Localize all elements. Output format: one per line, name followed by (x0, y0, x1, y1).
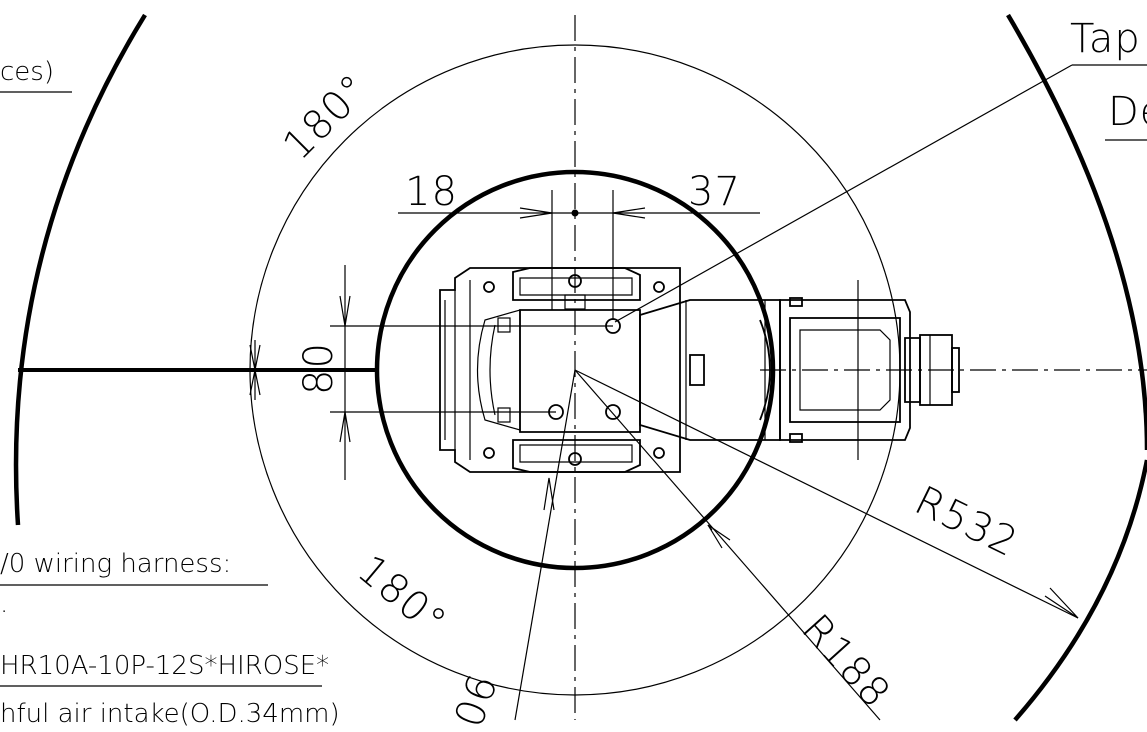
label-06: 06 (446, 668, 507, 732)
label-r188: R188 (793, 606, 900, 717)
r188-arrow (707, 524, 731, 549)
note-air-intake: hful air intake(O.D.34mm) (0, 699, 340, 729)
angle-180-bottom: 180° (349, 546, 455, 646)
outer-reach-arc-right-top (1006, 13, 1147, 451)
robot-body (439, 267, 960, 473)
arrow-left (519, 207, 553, 219)
note-de: De (1108, 89, 1147, 135)
arrow-top (339, 295, 351, 327)
angle-180-top: 180° (275, 66, 378, 169)
note-connector: HR10A-10P-12S*HIROSE* (0, 651, 329, 681)
dimension-point (571, 209, 579, 217)
note-top-left: ces) (0, 57, 54, 87)
arrow-bottom (339, 411, 351, 443)
inner-range-circle (374, 169, 776, 571)
bottom-leader (514, 369, 576, 721)
r532-leader (574, 369, 1079, 619)
note-dot: . (0, 589, 8, 619)
label-r532: R532 (908, 478, 1025, 567)
r532-arrow (1044, 587, 1079, 619)
tap-leader (614, 64, 1073, 323)
dimension-18: 18 (405, 169, 458, 215)
dimension-80: 80 (296, 342, 342, 395)
arrow-right (612, 207, 646, 219)
bottom-arrow (543, 477, 555, 511)
outer-reach-arc-right-bottom (1013, 459, 1147, 722)
dimension-37: 37 (688, 169, 741, 215)
r188-leader (574, 369, 881, 721)
note-harness: /0 wiring harness: (0, 549, 231, 579)
note-tap: Tap (1070, 16, 1141, 62)
outer-reach-arc-left (13, 13, 147, 526)
